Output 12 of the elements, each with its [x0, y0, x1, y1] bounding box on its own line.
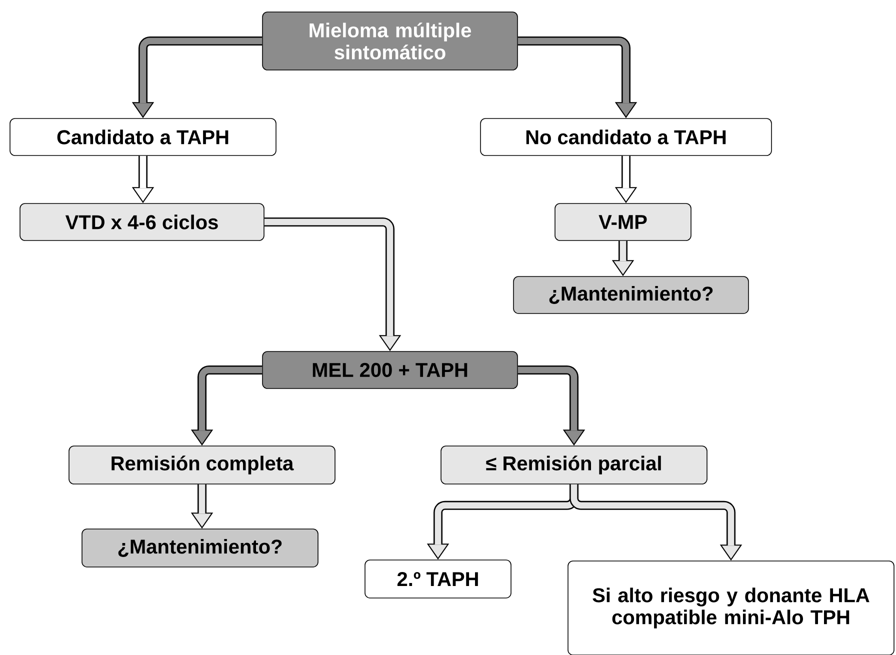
process-box: No candidato a TAPH — [480, 118, 772, 156]
process-box: Mieloma múltiple sintomático — [262, 12, 518, 70]
process-box: 2.º TAPH — [364, 560, 512, 598]
process-box: V-MP — [554, 203, 692, 241]
process-box: VTD x 4-6 ciclos — [20, 203, 264, 241]
process-box: ¿Mantenimiento? — [513, 276, 749, 314]
process-box: ≤ Remisión parcial — [440, 446, 708, 484]
process-box: ¿Mantenimiento? — [82, 528, 318, 568]
process-box: MEL 200 + TAPH — [262, 351, 518, 389]
process-box: Candidato a TAPH — [10, 118, 276, 156]
process-box: Remisión completa — [68, 446, 336, 484]
process-box: Si alto riesgo y donante HLA compatible mini-Alo TPH — [568, 560, 894, 655]
